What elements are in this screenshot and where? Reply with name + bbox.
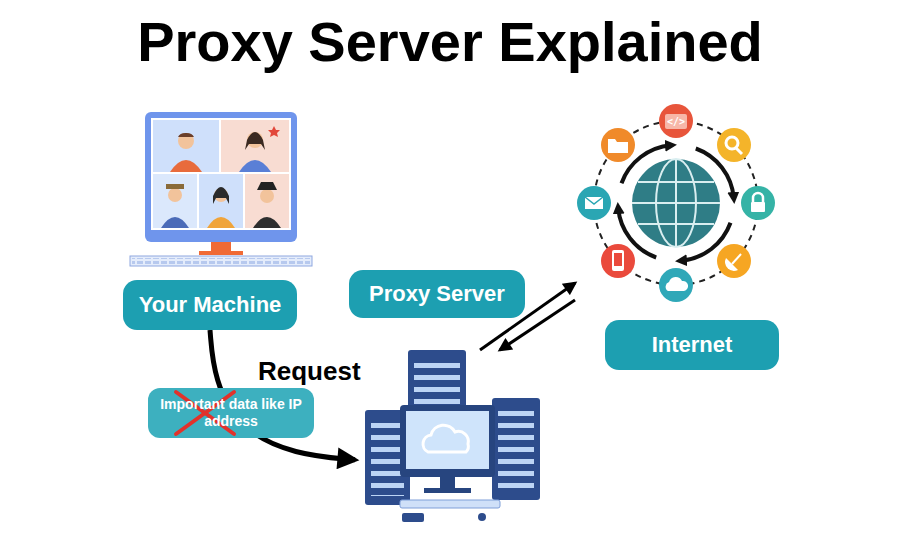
internet-icons xyxy=(666,277,688,291)
internet-icons xyxy=(665,114,687,129)
internet-icons xyxy=(577,186,611,220)
internet-icons xyxy=(612,250,624,271)
server-illustration xyxy=(406,411,489,469)
internet-icons xyxy=(585,197,603,204)
node-label: Your Machine xyxy=(139,292,282,318)
internet-icons xyxy=(726,137,738,149)
computer-illustration xyxy=(130,256,312,266)
server-illustration xyxy=(400,405,495,477)
server-illustration xyxy=(400,500,500,508)
proxy-server-node: Proxy Server xyxy=(355,350,545,530)
computer-illustration xyxy=(161,217,189,228)
internet-icons xyxy=(732,254,741,264)
internet-icons xyxy=(751,202,765,212)
internet-icons xyxy=(717,128,751,162)
internet-icons xyxy=(585,197,603,209)
computer-illustration xyxy=(153,120,219,172)
computer-illustration xyxy=(166,184,184,189)
computer-illustration xyxy=(207,217,235,228)
server-illustration xyxy=(478,513,486,521)
server-illustration xyxy=(423,425,468,452)
data-tag: Important data like IP address xyxy=(148,388,314,438)
computer-illustration xyxy=(257,182,277,190)
computer-illustration xyxy=(213,187,229,204)
server-illustration xyxy=(402,513,424,522)
internet-globe xyxy=(638,223,714,225)
internet-icons xyxy=(753,193,763,202)
computer-illustration xyxy=(153,174,197,228)
computer-illustration xyxy=(221,120,289,172)
internet-icons xyxy=(741,186,775,220)
internet-icons xyxy=(601,128,635,162)
computer-illustration xyxy=(178,133,194,149)
internet-node: Internet xyxy=(575,105,775,305)
computer-illustration xyxy=(253,217,281,228)
icon-code-label: </> xyxy=(667,116,685,127)
server-illustration xyxy=(371,416,404,496)
internet-icons xyxy=(717,244,751,278)
internet-icons xyxy=(659,268,693,302)
internet-icons xyxy=(608,139,628,153)
server-illustration xyxy=(424,488,471,493)
computer-illustration xyxy=(199,251,243,255)
internet-icons xyxy=(614,253,622,266)
computer-illustration xyxy=(151,118,291,230)
computer-illustration xyxy=(268,126,280,137)
internet-globe xyxy=(594,121,758,285)
internet-icons xyxy=(577,104,775,302)
computer-illustration xyxy=(132,258,310,264)
node-label: Important data like IP address xyxy=(154,396,308,430)
node-label: Internet xyxy=(605,320,779,370)
edge-label: Request xyxy=(258,356,361,387)
computer-illustration xyxy=(260,189,274,203)
machine-box: Your Machine xyxy=(123,280,297,330)
internet-globe xyxy=(632,202,720,204)
internet-icons xyxy=(736,148,742,154)
title: Proxy Server Explained xyxy=(0,2,900,82)
computer-illustration xyxy=(145,112,297,242)
computer-illustration xyxy=(245,174,289,228)
computer-illustration xyxy=(168,188,182,202)
internet-icons xyxy=(601,244,635,278)
internet-globe xyxy=(638,181,714,183)
computer-illustration xyxy=(245,132,265,150)
server-illustration xyxy=(492,398,540,500)
node-label: Proxy Server xyxy=(349,270,525,318)
computer-illustration xyxy=(199,174,243,228)
internet-icons xyxy=(659,104,693,138)
server-illustration xyxy=(498,404,534,492)
computer-illustration xyxy=(178,133,194,137)
server-illustration xyxy=(440,477,455,489)
computer-illustration xyxy=(170,160,202,172)
server-illustration xyxy=(365,350,540,522)
internet-globe xyxy=(594,121,758,285)
internet-globe xyxy=(632,159,720,247)
computer-illustration xyxy=(239,160,271,172)
computer-illustration xyxy=(130,112,312,266)
